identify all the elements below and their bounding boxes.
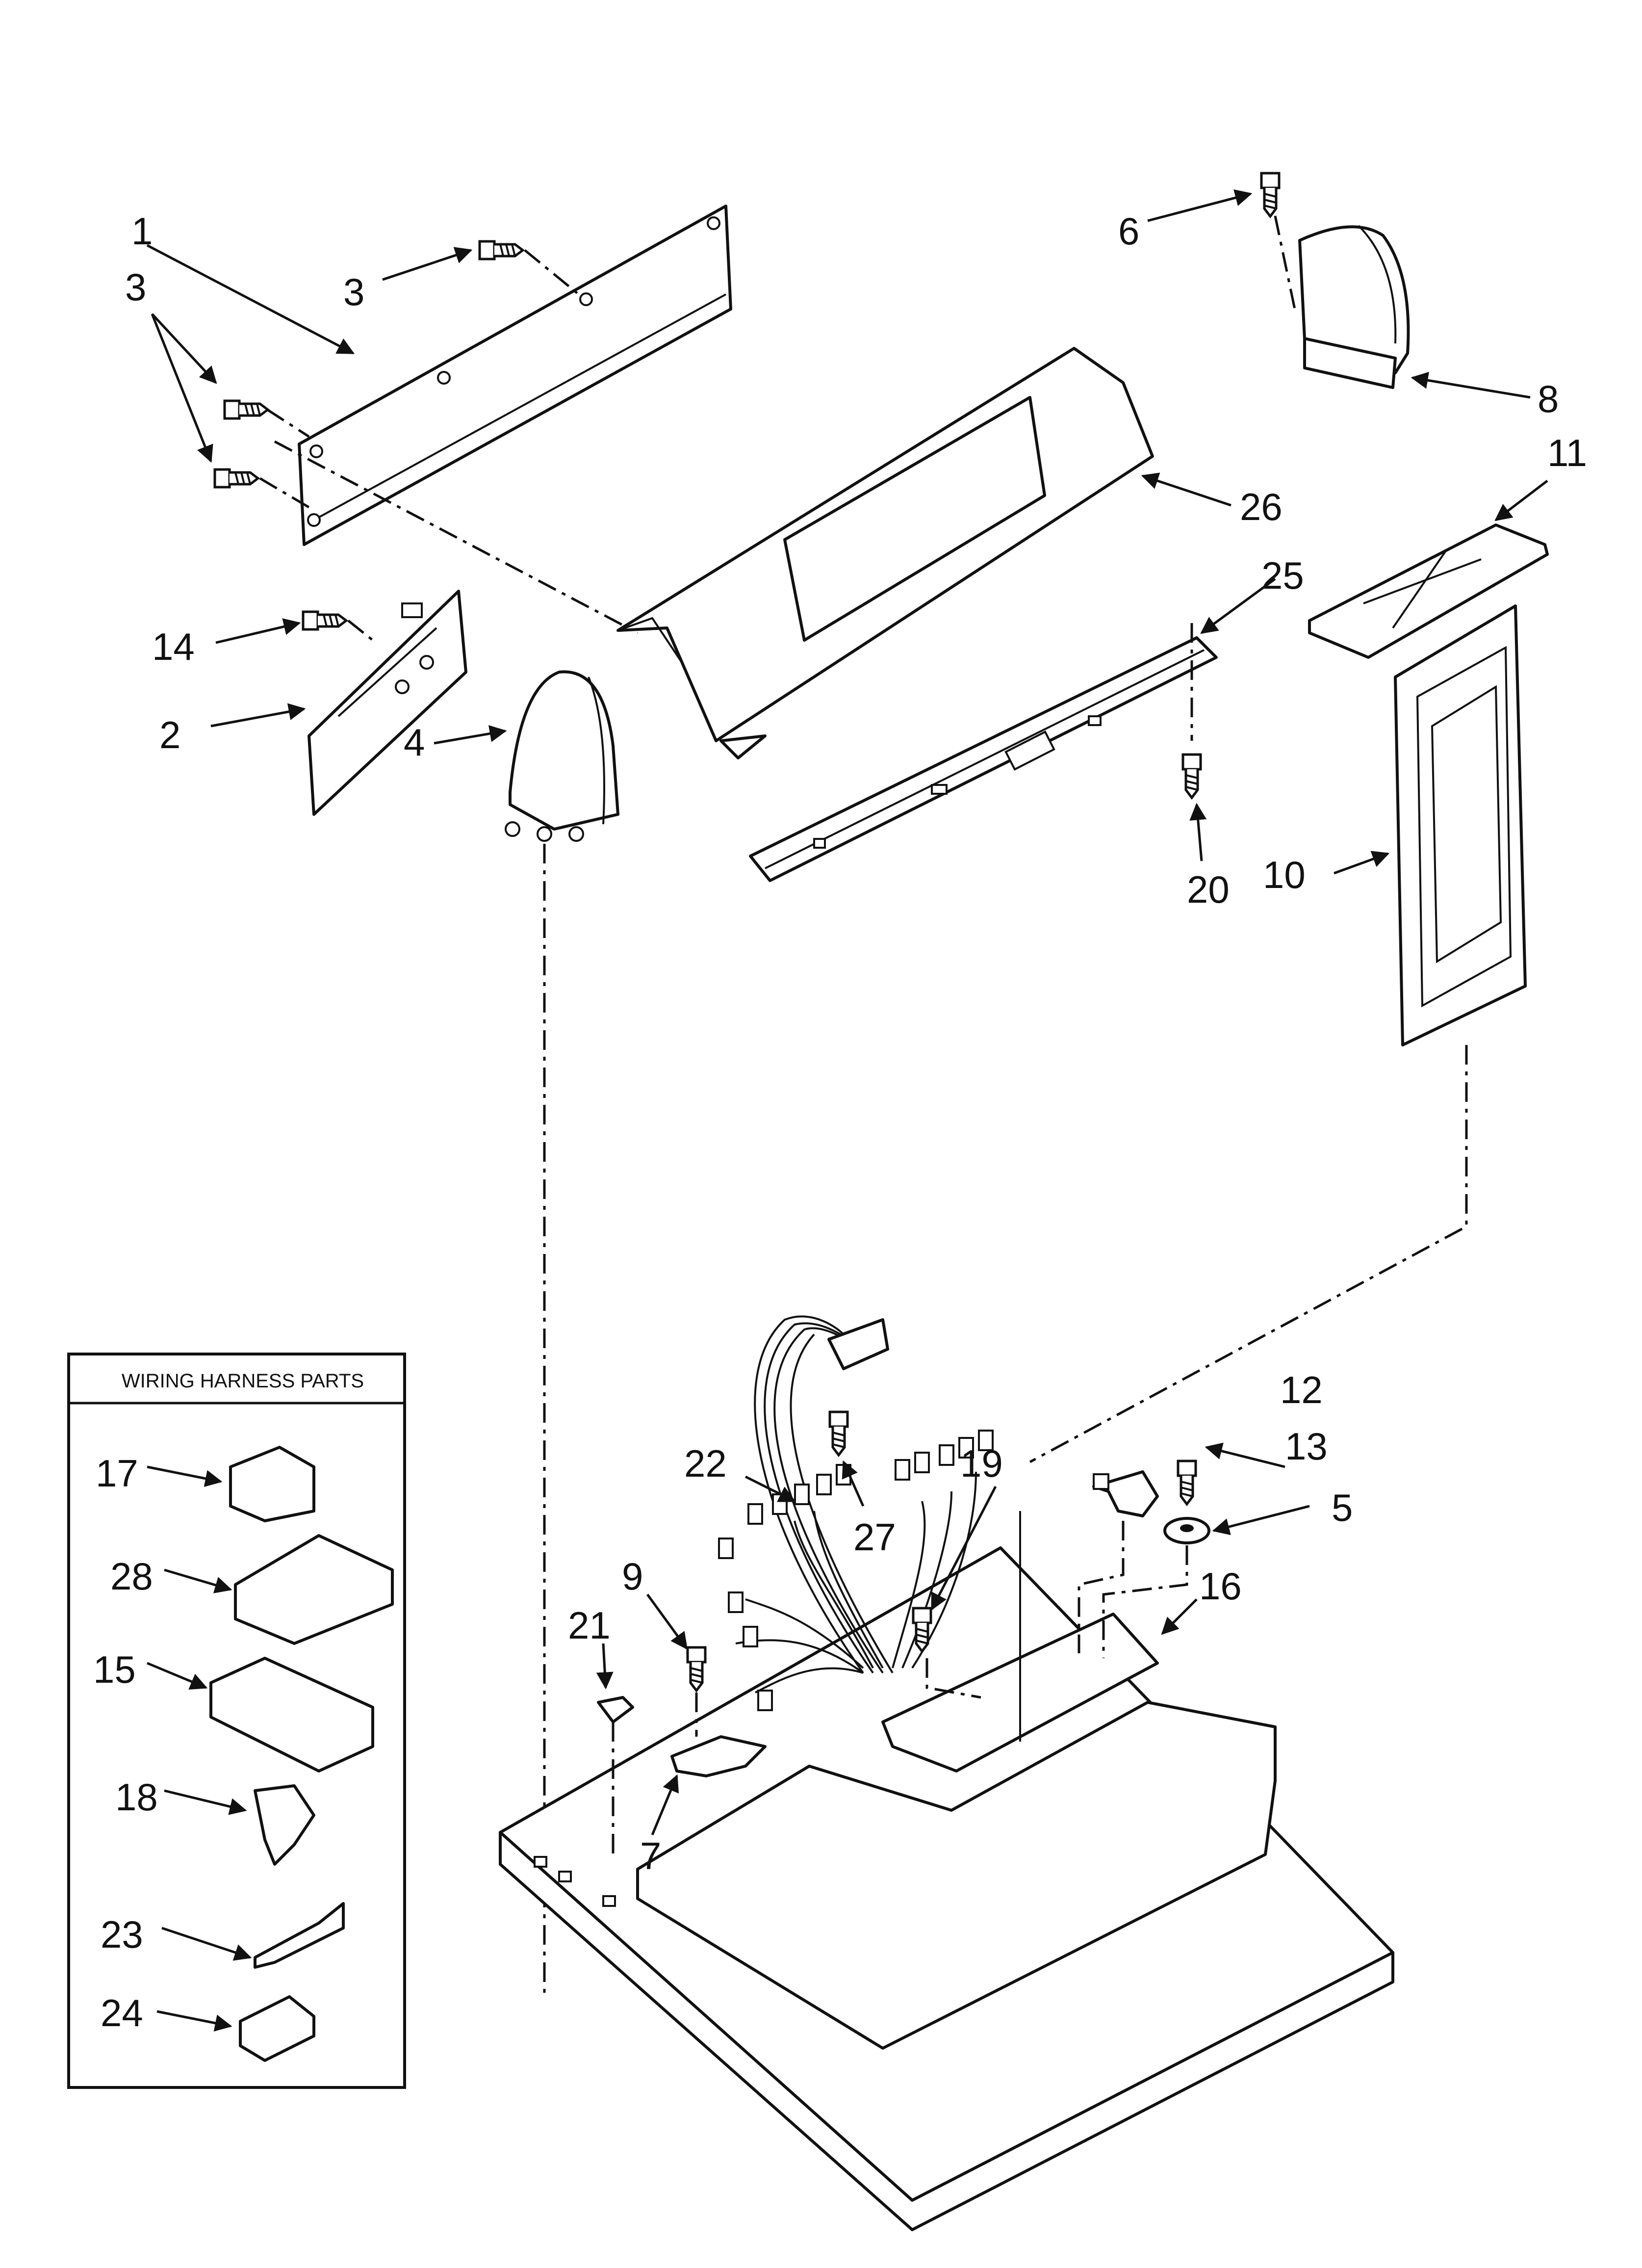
right-endcap-part (1298, 225, 1410, 389)
callout-12: 12 (1280, 1368, 1323, 1411)
screw-part-19 (913, 1608, 931, 1651)
callout-26: 26 (1240, 485, 1283, 528)
callout-10: 10 (1263, 853, 1306, 896)
screw-part-14 (303, 612, 346, 629)
connector-part-17 (229, 1446, 315, 1522)
callout-5: 5 (1332, 1486, 1353, 1529)
callout-16: 16 (1199, 1564, 1242, 1608)
screw-part-3-upper (225, 401, 268, 418)
control-board-part (308, 590, 467, 816)
console-part (616, 347, 1154, 759)
screw-part-27 (830, 1412, 847, 1455)
bracket-part-7 (670, 1735, 767, 1777)
callout-8: 8 (1538, 377, 1559, 420)
screw-part-13 (1178, 1461, 1196, 1504)
terminal-part-18 (254, 1784, 315, 1866)
connector-part-28 (234, 1534, 394, 1645)
lint-screen-part (1308, 523, 1549, 659)
callout-6: 6 (1118, 209, 1139, 253)
callout-14: 14 (152, 625, 195, 668)
leader-lines (146, 189, 1548, 2032)
callout-3-top: 3 (343, 270, 364, 313)
rear-panel-part (298, 205, 732, 546)
control-bracket-part (749, 636, 1218, 882)
callout-1: 1 (131, 209, 153, 253)
washer-part-5 (1163, 1517, 1210, 1544)
wiring-harness-part (718, 1315, 994, 1711)
callout-18: 18 (115, 1775, 158, 1819)
callout-17: 17 (96, 1452, 138, 1495)
connector-part-15 (209, 1657, 374, 1773)
callout-25: 25 (1261, 554, 1304, 597)
callout-13: 13 (1285, 1425, 1328, 1468)
clip-part-21 (597, 1696, 634, 1723)
callout-4: 4 (404, 721, 425, 764)
screw-part-20 (1183, 755, 1201, 798)
wiring-harness-box-title: WIRING HARNESS PARTS (122, 1370, 364, 1392)
callout-2: 2 (159, 713, 180, 756)
screw-part-9 (688, 1647, 705, 1691)
callout-23: 23 (101, 1913, 143, 1956)
screw-part-3-lower (215, 469, 258, 487)
callout-21: 21 (568, 1604, 611, 1647)
callout-9: 9 (622, 1555, 643, 1598)
screw-part-6 (1261, 173, 1279, 216)
callout-24: 24 (101, 1991, 143, 2034)
callout-3-left: 3 (125, 265, 146, 309)
callout-15: 15 (93, 1648, 136, 1691)
terminal-part-23 (254, 1902, 345, 1969)
left-endcap-part (505, 670, 619, 842)
screw-part-3-top (480, 241, 523, 259)
callout-labels: 1 3 3 14 2 4 6 8 26 11 25 20 10 12 13 5 … (93, 209, 1587, 2034)
callout-27: 27 (853, 1515, 896, 1559)
lint-housing-part (1394, 604, 1527, 1046)
callout-7: 7 (640, 1834, 661, 1877)
callout-19: 19 (960, 1442, 1003, 1485)
callout-28: 28 (110, 1555, 153, 1598)
clamp-part-12 (1092, 1470, 1159, 1517)
connector-part-24 (239, 1995, 315, 2062)
callout-20: 20 (1187, 868, 1230, 911)
top-panel-part (499, 1546, 1394, 2231)
callout-22: 22 (684, 1442, 727, 1485)
callout-11: 11 (1547, 431, 1587, 474)
